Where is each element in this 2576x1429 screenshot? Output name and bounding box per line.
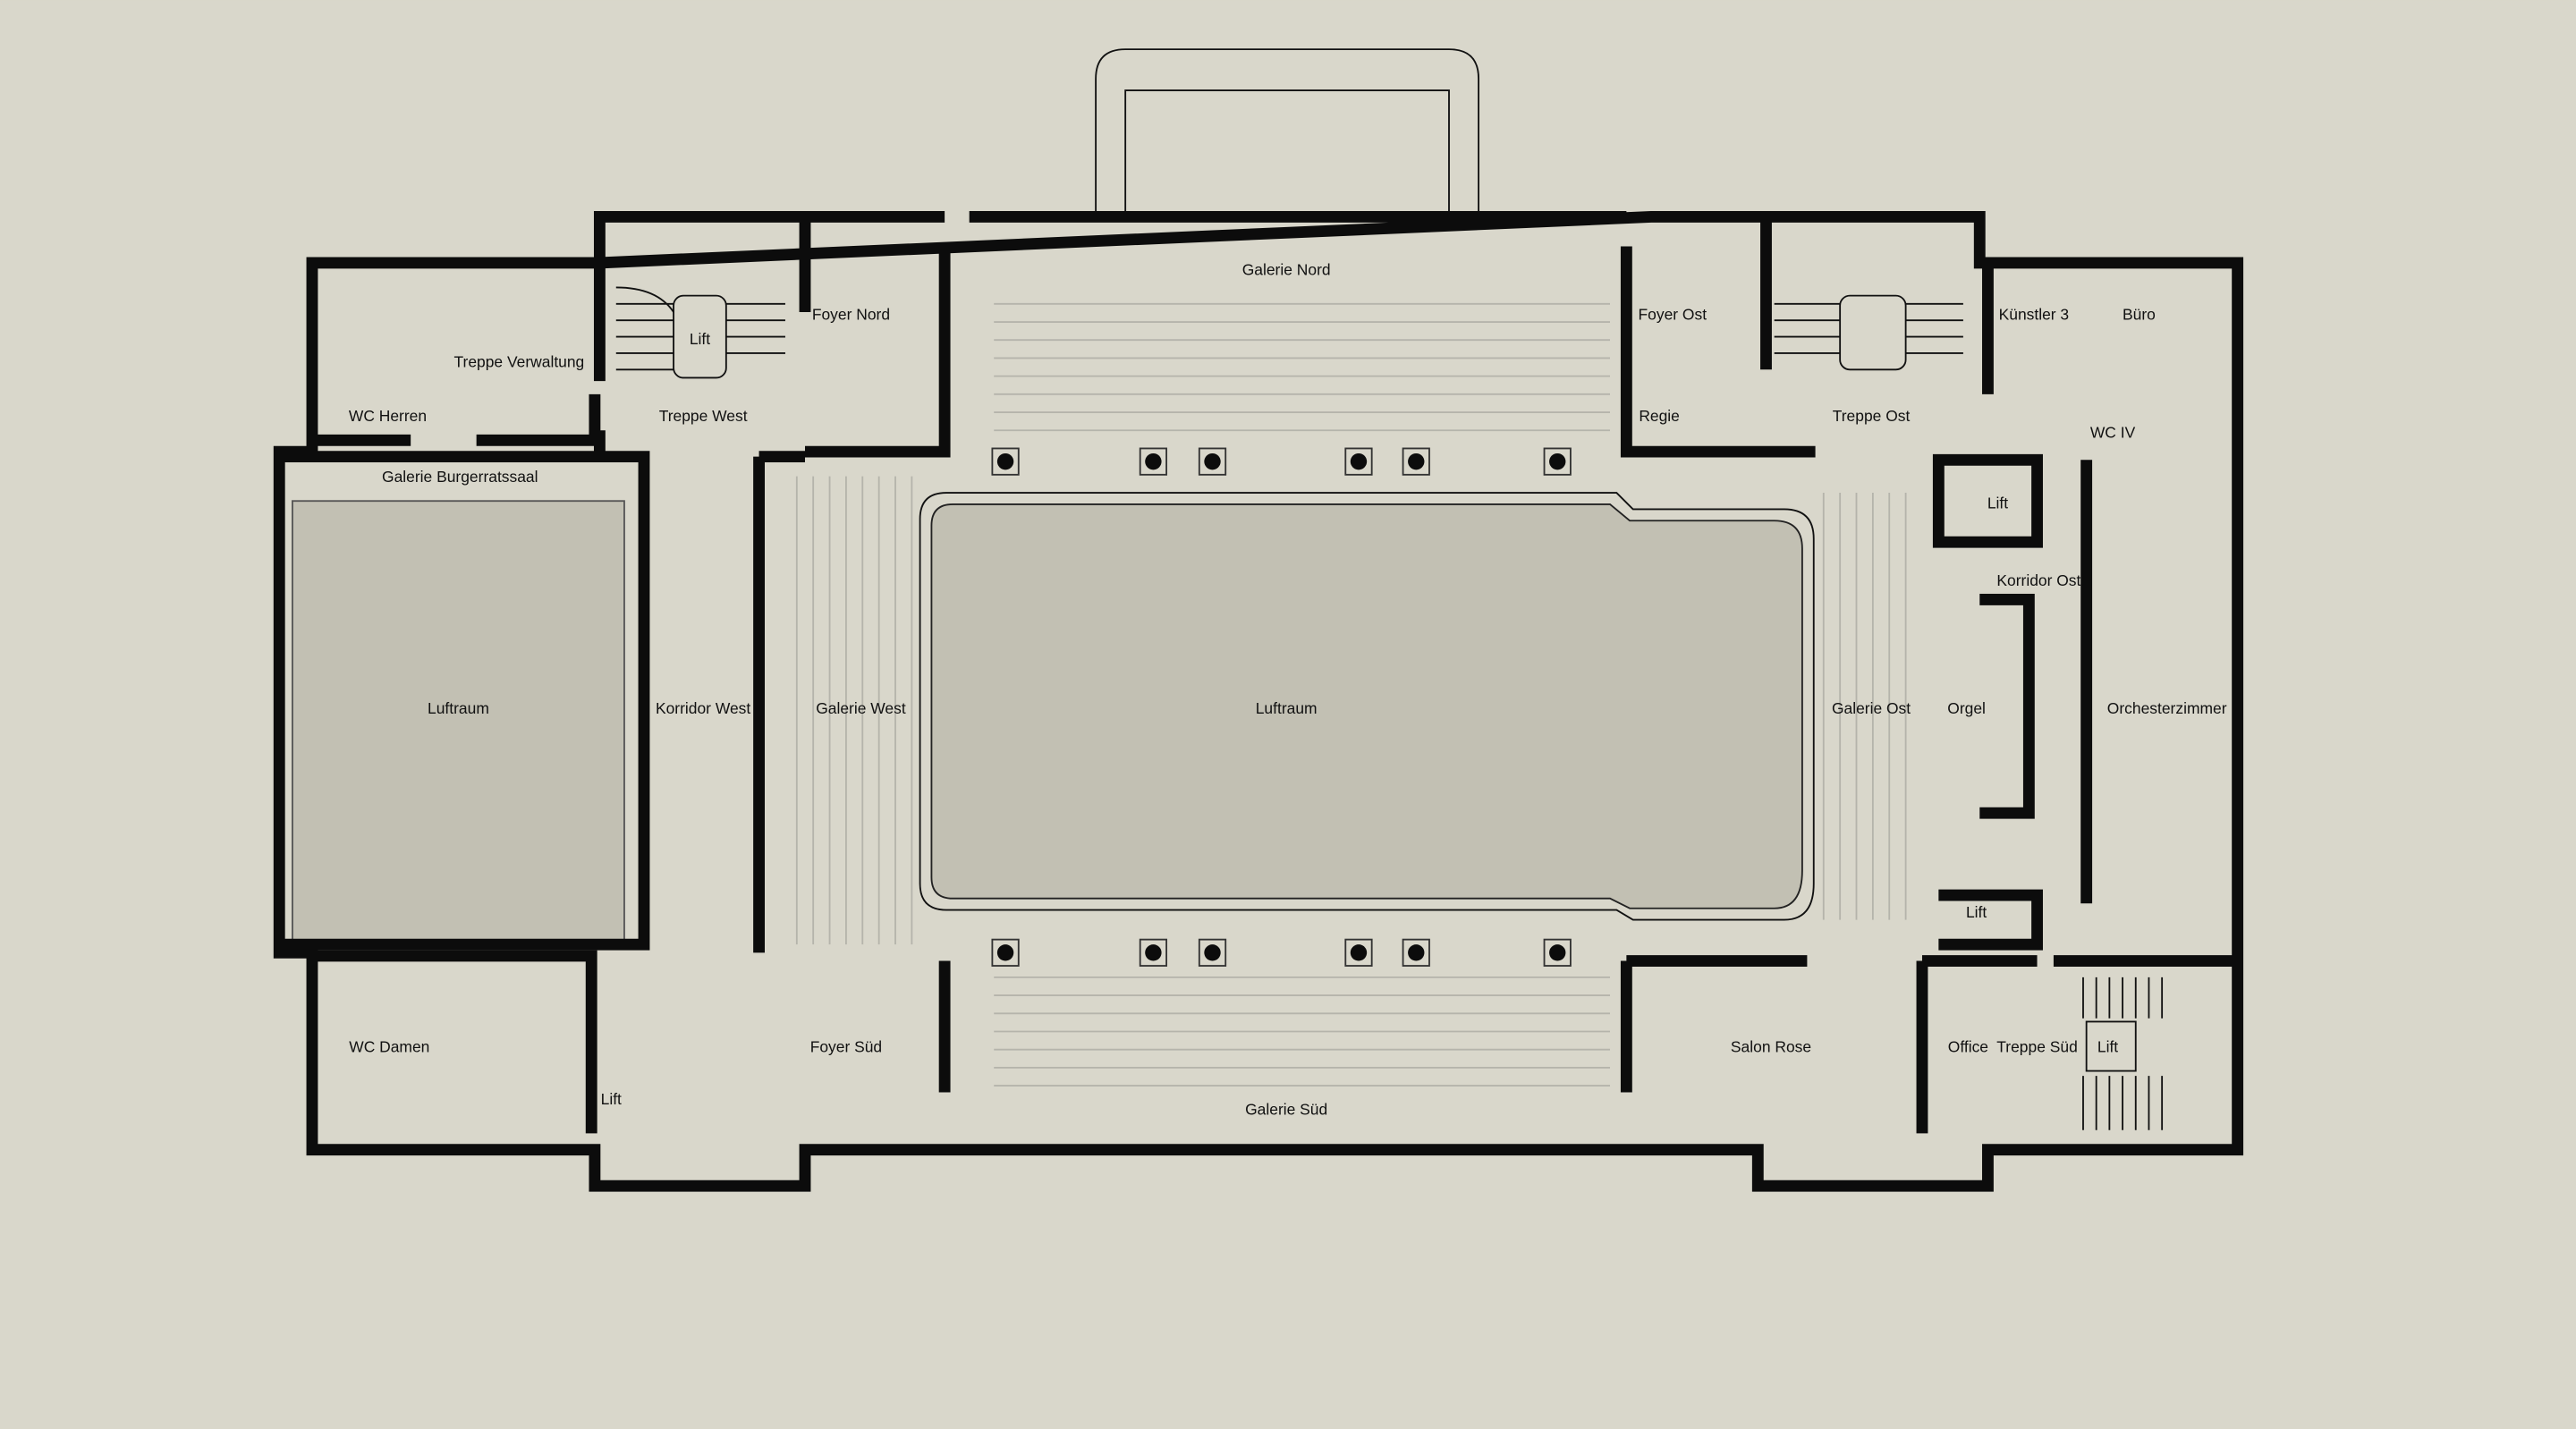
label-office: Office: [1948, 1037, 1988, 1055]
column: [1408, 944, 1425, 961]
label-galerie-ost: Galerie Ost: [1832, 699, 1911, 717]
label-galerie-burgerratssaal: Galerie Burgerratssaal: [382, 468, 538, 486]
column: [1145, 944, 1162, 961]
label-foyer-nord: Foyer Nord: [812, 305, 890, 323]
label-treppe-west: Treppe West: [659, 407, 748, 425]
label-treppe-sued: Treppe Süd: [1996, 1037, 2077, 1055]
label-foyer-ost: Foyer Ost: [1639, 305, 1707, 323]
label-treppe-verwaltung: Treppe Verwaltung: [454, 353, 585, 371]
column: [1350, 944, 1368, 961]
void-west: [292, 500, 625, 943]
stair-south: [2082, 977, 2164, 1130]
seating-rows: [795, 302, 1907, 1087]
label-kuenstler-3: Künstler 3: [1999, 305, 2070, 323]
column: [996, 452, 1014, 470]
label-regie: Regie: [1639, 407, 1680, 425]
column: [1145, 452, 1162, 470]
room-labels: Galerie Nord Foyer Nord Lift Treppe Verw…: [349, 261, 2227, 1119]
label-korridor-west: Korridor West: [656, 699, 750, 717]
label-treppe-ost: Treppe Ost: [1833, 407, 1911, 425]
label-wc-damen: WC Damen: [349, 1037, 429, 1055]
label-buero: Büro: [2123, 305, 2156, 323]
column: [996, 944, 1014, 961]
label-lift-west: Lift: [690, 330, 710, 348]
column-base: [1402, 447, 1430, 476]
column: [1549, 452, 1566, 470]
column: [1204, 944, 1221, 961]
stair-west: [615, 286, 785, 379]
label-luftraum-west: Luftraum: [428, 699, 489, 717]
label-korridor-ost: Korridor Ost: [1996, 571, 2080, 589]
void-main: [930, 503, 1803, 909]
column-base: [1198, 938, 1227, 967]
label-galerie-nord: Galerie Nord: [1242, 261, 1331, 279]
label-wc-herren: WC Herren: [349, 407, 427, 425]
north-protrusion: [1095, 48, 1479, 217]
column: [1549, 944, 1566, 961]
label-galerie-west: Galerie West: [816, 699, 906, 717]
label-lift-ost-nord: Lift: [1987, 495, 2008, 512]
void-main-rail: [919, 492, 1815, 921]
stair-east: [1774, 294, 1963, 371]
label-orgel: Orgel: [1947, 699, 1986, 717]
label-lift-treppe-sued: Lift: [2097, 1037, 2118, 1055]
column: [1350, 452, 1368, 470]
column: [1204, 452, 1221, 470]
label-lift-wc-damen: Lift: [601, 1090, 622, 1108]
label-foyer-sued: Foyer Süd: [810, 1037, 882, 1055]
columns: [991, 447, 1572, 967]
label-luftraum-main: Luftraum: [1256, 699, 1318, 717]
label-salon-rose: Salon Rose: [1731, 1037, 1811, 1055]
column: [1408, 452, 1425, 470]
label-lift-ost-sued: Lift: [1966, 903, 1987, 921]
label-galerie-sued: Galerie Süd: [1245, 1100, 1327, 1118]
label-wc-iv: WC IV: [2090, 424, 2136, 442]
label-orchesterzimmer: Orchesterzimmer: [2107, 699, 2227, 717]
walls: [273, 211, 2244, 1192]
